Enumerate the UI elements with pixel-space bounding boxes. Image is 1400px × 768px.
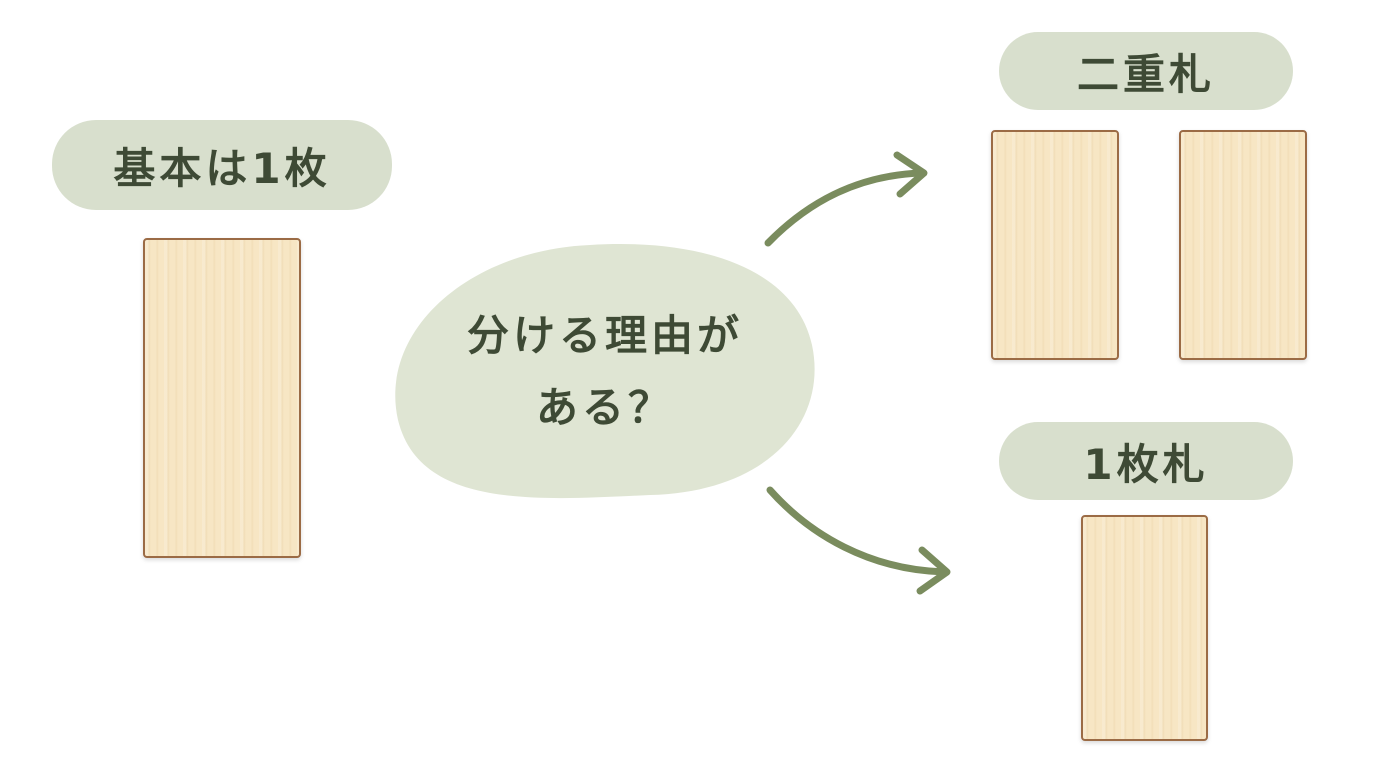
wooden-tag-basic [143, 238, 301, 558]
wooden-tag-single [1081, 515, 1208, 741]
question-bubble [395, 244, 815, 499]
wooden-tag-double-left [991, 130, 1119, 360]
arrow-head-up-icon [893, 151, 928, 198]
label-single-text: 1枚札 [1083, 439, 1209, 489]
arrow-to-single-tag [766, 486, 949, 576]
label-basic-text: 基本は1枚 [113, 143, 331, 193]
label-basic: 基本は1枚 [52, 120, 392, 210]
label-double: 二重札 [999, 32, 1293, 110]
label-single: 1枚札 [999, 422, 1293, 500]
arrow-head-down-icon [916, 546, 951, 595]
wooden-tag-double-right [1179, 130, 1307, 360]
arrow-to-double-tag [764, 169, 926, 247]
question-text: 分ける理由が ある？ [410, 300, 800, 460]
question-line-2: ある？ [535, 383, 674, 432]
label-double-text: 二重札 [1076, 49, 1215, 99]
question-line-1: 分ける理由が [466, 311, 743, 360]
